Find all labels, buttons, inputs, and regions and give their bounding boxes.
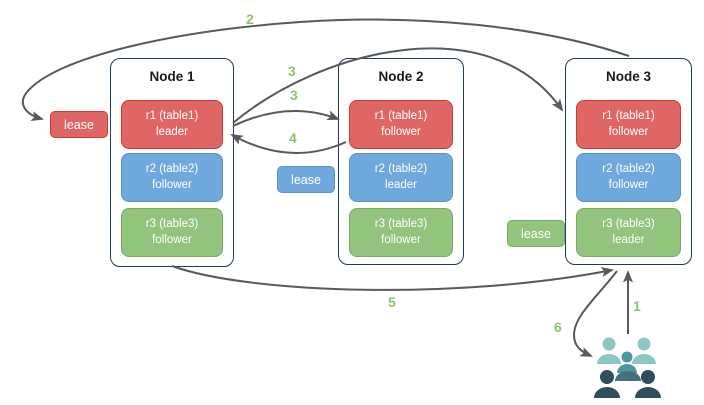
step-label-1: 1 [633, 298, 641, 314]
node3-replica-r3: r3 (table3) leader [576, 208, 681, 257]
replica-role: follower [152, 233, 192, 246]
replica-role: follower [381, 125, 421, 138]
node-3-title: Node 3 [605, 69, 651, 84]
node-1-title: Node 1 [149, 69, 195, 84]
node3-replica-r1: r1 (table1) follower [576, 100, 681, 149]
lease-badge-r2: lease [277, 166, 335, 193]
step-label-2: 2 [246, 11, 254, 27]
node1-replica-r3: r3 (table3) follower [121, 208, 223, 257]
replica-role: leader [385, 178, 417, 191]
lease-badge-r3: lease [507, 220, 565, 247]
arrow-step3-leader-to-node2 [232, 110, 340, 127]
replica-role: follower [152, 178, 192, 191]
node1-replica-r1: r1 (table1) leader [121, 100, 223, 149]
replica-role: follower [608, 125, 649, 138]
replica-role: leader [156, 125, 188, 138]
node3-replica-r2: r2 (table2) follower [576, 153, 681, 202]
node2-replica-r1: r1 (table1) follower [349, 100, 453, 149]
node-1: Node 1 r1 (table1) leader r2 (table2) fo… [110, 58, 234, 267]
arrow-step5-node1-to-gateway [171, 265, 614, 291]
node2-replica-r2: r2 (table2) leader [349, 153, 453, 202]
step-label-4: 4 [289, 130, 297, 146]
replica-name: r1 (table1) [374, 110, 428, 123]
node-3: Node 3 r1 (table1) follower r2 (table2) … [565, 58, 692, 265]
replica-name: r1 (table1) [602, 110, 655, 123]
users-icon [594, 337, 661, 398]
replica-name: r1 (table1) [145, 110, 199, 123]
step-label-6: 6 [554, 319, 562, 335]
replica-name: r2 (table2) [374, 163, 428, 176]
step-label-3a: 3 [288, 63, 296, 79]
node-2-title: Node 2 [378, 69, 424, 84]
node-2: Node 2 r1 (table1) follower r2 (table2) … [338, 58, 464, 265]
replica-role: follower [608, 178, 649, 191]
lease-badge-r1: lease [50, 111, 108, 138]
node1-replica-r2: r2 (table2) follower [121, 153, 223, 202]
step-label-3b: 3 [290, 87, 298, 103]
replica-name: r2 (table2) [145, 163, 199, 176]
arrow-step6-node3-to-users [572, 270, 618, 357]
step-label-5: 5 [388, 294, 396, 310]
replica-role: follower [381, 233, 421, 246]
replica-name: r3 (table3) [145, 218, 199, 231]
replica-name: r3 (table3) [602, 218, 655, 231]
replica-name: r2 (table2) [602, 163, 655, 176]
node2-replica-r3: r3 (table3) follower [349, 208, 453, 257]
replica-name: r3 (table3) [374, 218, 428, 231]
replica-role: leader [612, 233, 645, 246]
